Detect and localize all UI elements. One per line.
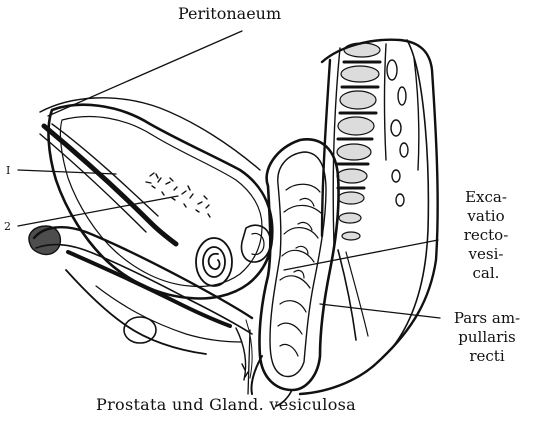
label-pars-line: pullaris — [444, 328, 530, 347]
label-2: 2 — [4, 221, 11, 232]
label-pars-ampullaris-recti: Pars am- pullaris recti — [444, 309, 530, 366]
label-excavatio-line: cal. — [443, 264, 529, 283]
ureter-orifice-spiral — [196, 238, 232, 286]
label-1: I — [6, 165, 10, 176]
label-excavatio-line: Exca- — [443, 188, 529, 207]
rectum — [251, 139, 338, 406]
label-excavatio-line: recto- — [443, 226, 529, 245]
bladder — [40, 105, 272, 299]
label-excavatio-line: vatio — [443, 207, 529, 226]
leader-lines — [18, 31, 440, 394]
label-excavatio-line: vesi- — [443, 245, 529, 264]
label-excavatio-rectovesicalis: Exca- vatio recto- vesi- cal. — [443, 188, 529, 283]
label-peritonaeum: Peritonaeum — [178, 6, 281, 22]
label-prostata-gland-vesiculosa: Prostata und Gland. vesiculosa — [96, 397, 356, 413]
label-pars-line: Pars am- — [444, 309, 530, 328]
label-pars-line: recti — [444, 347, 530, 366]
